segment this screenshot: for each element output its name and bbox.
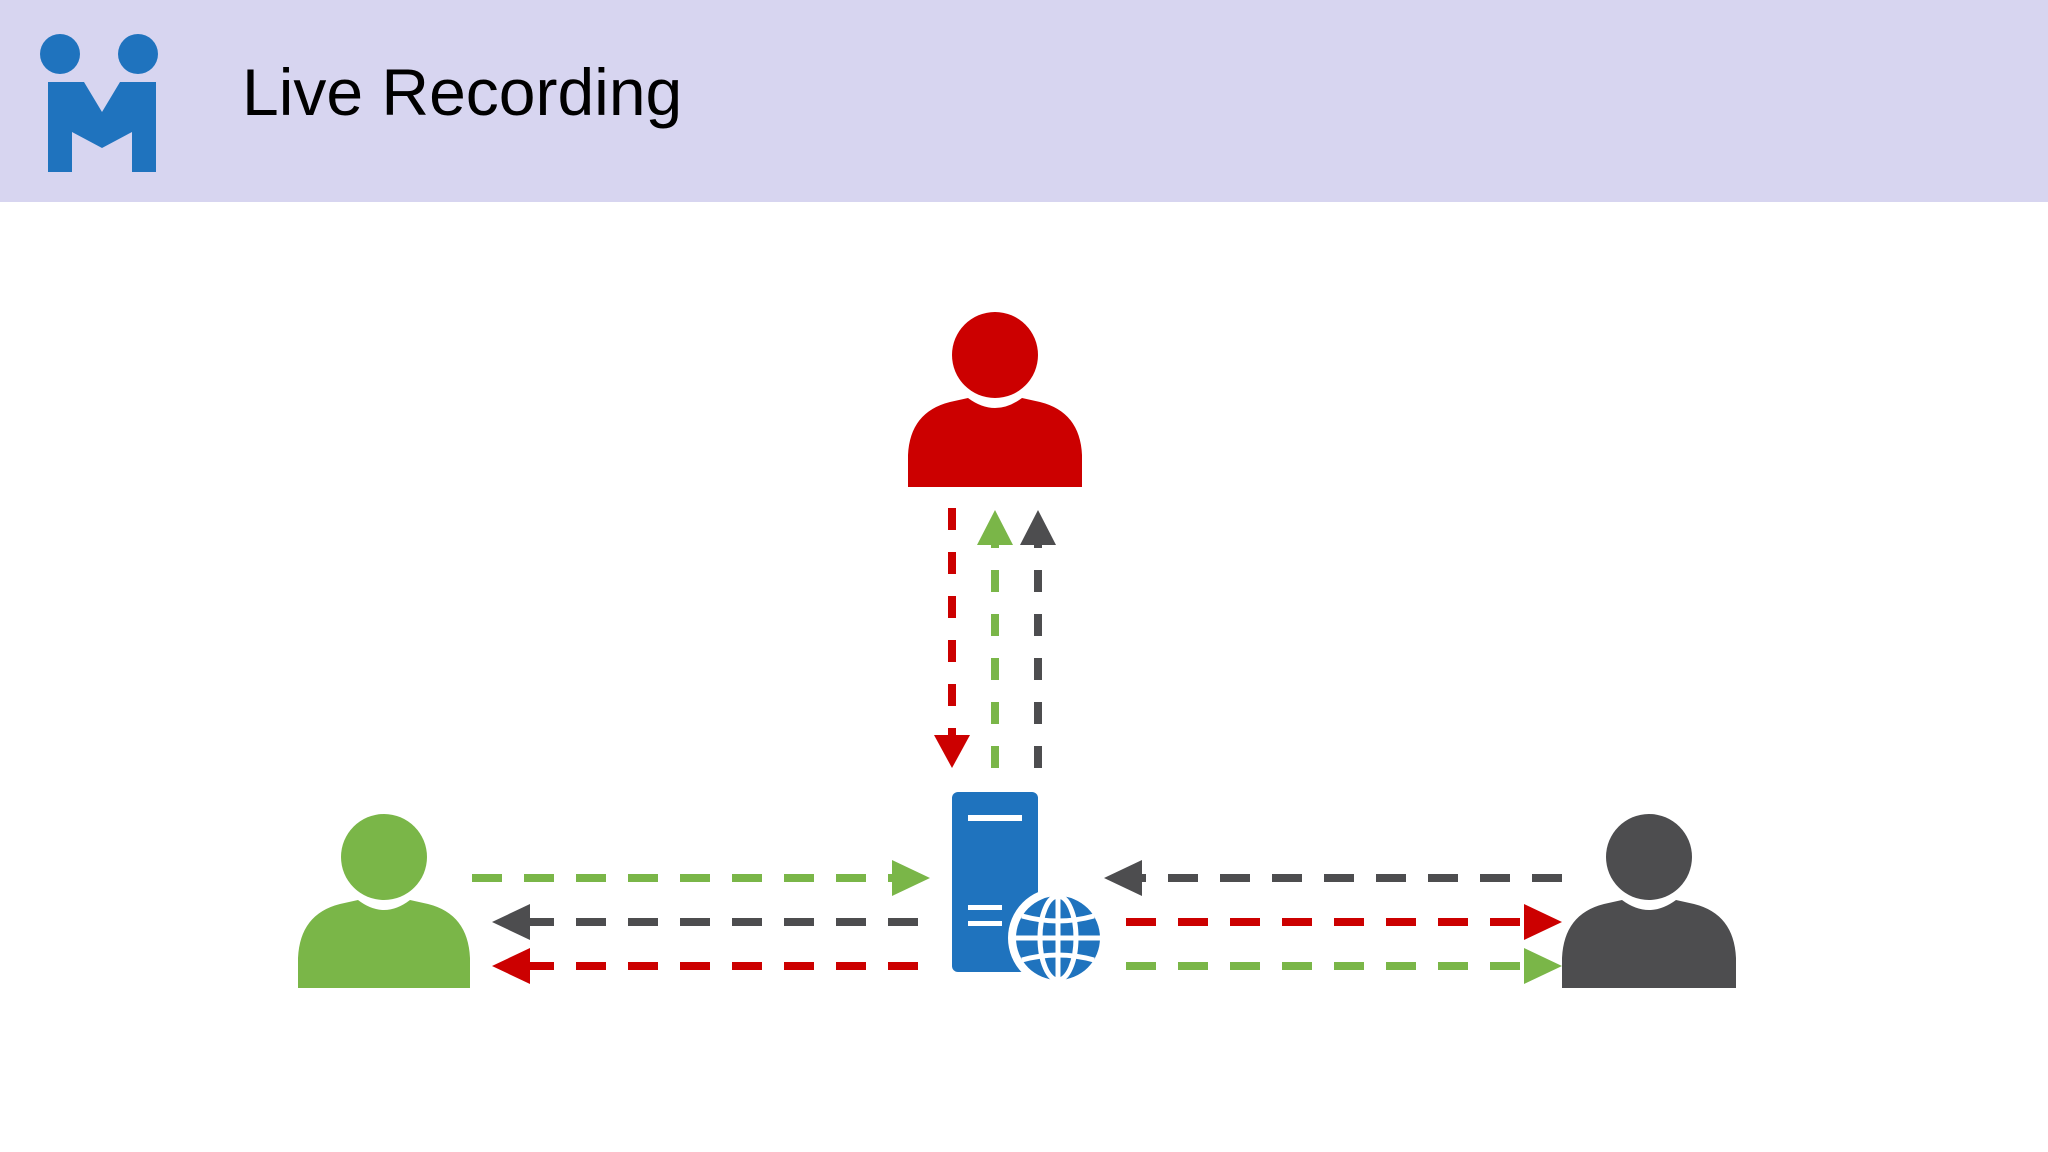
header-bar: Live Recording [0, 0, 2048, 202]
recording-flow-diagram [298, 312, 1736, 988]
flow-server-to-green-user-dark [492, 904, 918, 940]
flow-red-user-to-server [934, 508, 970, 768]
web-server-icon [952, 792, 1108, 988]
flow-dark-user-to-server [1104, 860, 1562, 896]
green-user-person-icon [298, 814, 470, 988]
flow-server-to-red-user-dark [1020, 510, 1056, 768]
meeting-people-logo-icon [40, 34, 158, 172]
dark-user-person-icon [1562, 814, 1736, 988]
flow-server-to-red-user-green [977, 510, 1013, 768]
flow-green-user-to-server [472, 860, 930, 896]
red-user-person-icon [908, 312, 1082, 487]
page-title: Live Recording [242, 55, 683, 129]
flow-server-to-dark-user-red [1126, 904, 1562, 940]
flow-server-to-green-user-red [492, 948, 918, 984]
flow-server-to-dark-user-green [1126, 948, 1562, 984]
